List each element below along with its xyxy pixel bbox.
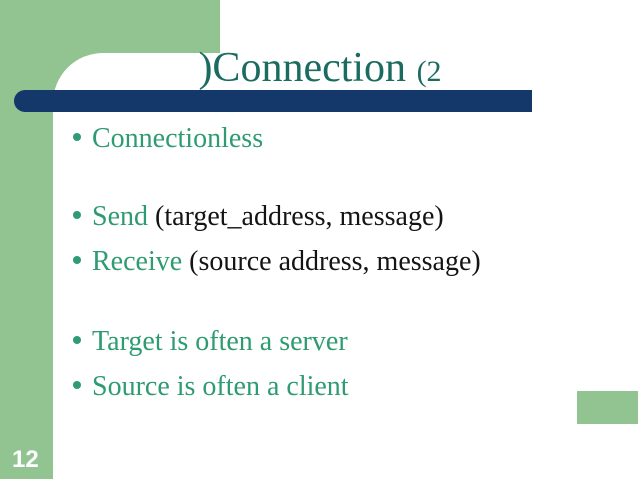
bullet-item-source-client: Source is often a client <box>73 364 618 409</box>
title-underline-bar <box>14 90 532 112</box>
bullet-text-rest: (target_address, message) <box>148 201 444 232</box>
bullet-dot <box>73 336 81 344</box>
bullet-item-target-server: Target is often a server <box>73 319 618 364</box>
bullet-item-send: Send (target_address, message) <box>73 194 618 239</box>
bullet-dot <box>73 256 81 264</box>
bullet-text-rest: (source address, message) <box>182 246 481 277</box>
bullet-text-highlight: Receive <box>92 246 183 277</box>
slide-title-main: )Connection <box>198 45 417 91</box>
bullet-text: Target is often a server <box>92 319 348 364</box>
bullet-item-receive: Receive (source address, message) <box>73 239 618 284</box>
bottom-right-green-box <box>577 391 638 424</box>
bullet-text: Source is often a client <box>92 364 349 409</box>
slide-title-suffix: (2 <box>416 55 442 88</box>
bullet-dot <box>73 133 81 141</box>
bullet-text-highlight: Connectionless <box>92 123 264 154</box>
content-area <box>53 53 638 479</box>
page-number: 12 <box>12 446 39 473</box>
bullet-dot <box>73 381 81 389</box>
bullet-text-highlight: Send <box>92 201 148 232</box>
bullet-text-highlight: Source is often a client <box>92 371 349 402</box>
bullet-text: Connectionless <box>92 116 263 161</box>
bullet-text: Receive (source address, message) <box>92 239 481 284</box>
bullet-text: Send (target_address, message) <box>92 194 444 239</box>
bullet-text-highlight: Target is often a server <box>92 326 348 357</box>
bullet-dot <box>73 211 81 219</box>
bullet-item-connectionless: Connectionless <box>73 116 618 161</box>
slide-title: )Connection (2 <box>90 47 550 89</box>
bullet-list: Connectionless Send (target_address, mes… <box>73 116 618 409</box>
